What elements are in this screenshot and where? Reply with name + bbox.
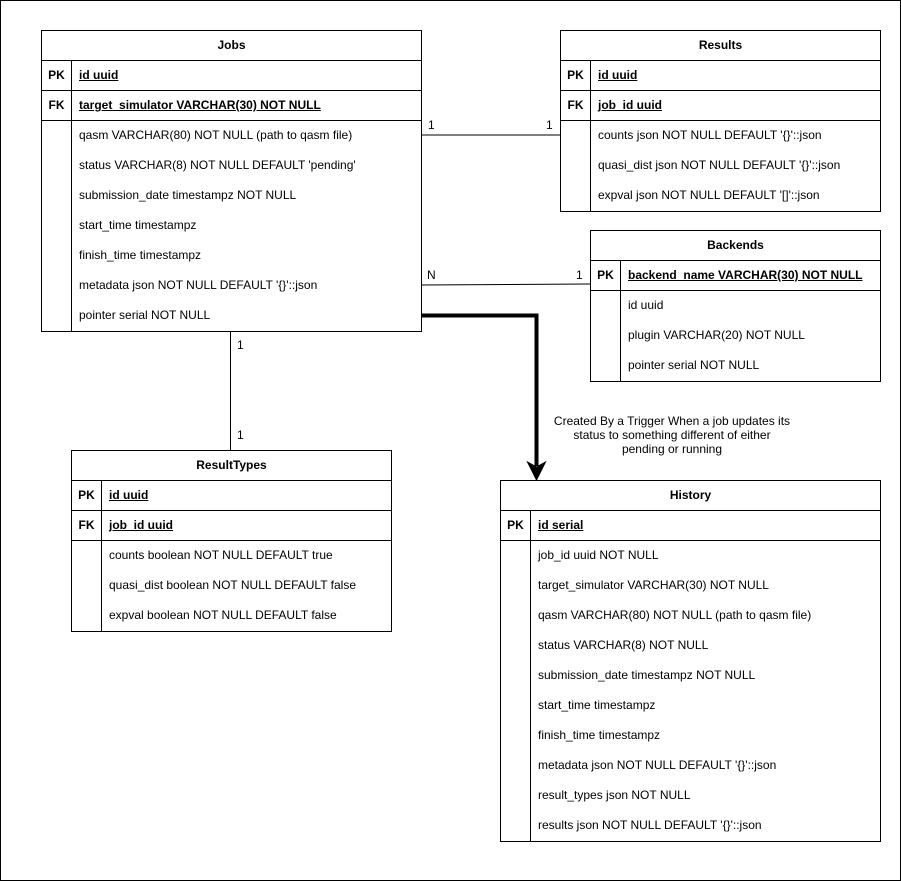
history-field[interactable]: status VARCHAR(8) NOT NULL xyxy=(538,638,709,652)
results-title: Results xyxy=(561,31,880,61)
jobs-field[interactable]: pointer serial NOT NULL xyxy=(79,308,211,322)
trigger-note: Created By a Trigger When a job updates … xyxy=(542,414,802,456)
jobs-results-card-jobs: 1 xyxy=(428,118,435,132)
history-field[interactable]: qasm VARCHAR(80) NOT NULL (path to qasm … xyxy=(538,608,812,622)
jobs-gutter xyxy=(42,121,72,331)
trigger-note-line: Created By a Trigger When a job updates … xyxy=(553,414,791,428)
jobs-field[interactable]: submission_date timestampz NOT NULL xyxy=(79,188,297,202)
results-gutter xyxy=(561,121,591,211)
jobs-fk-row[interactable]: FK target_simulator VARCHAR(30) NOT NULL xyxy=(42,91,421,121)
backends-gutter xyxy=(591,291,621,381)
backends-field[interactable]: id uuid xyxy=(628,298,664,312)
trigger-note-line: pending or running xyxy=(621,442,723,456)
results-fk-row[interactable]: FK job_id uuid xyxy=(561,91,880,121)
jobs-pk-row[interactable]: PK id uuid xyxy=(42,61,421,91)
jobs-field[interactable]: start_time timestampz xyxy=(79,218,197,232)
jobs-field[interactable]: qasm VARCHAR(80) NOT NULL (path to qasm … xyxy=(79,128,353,142)
history-field[interactable]: result_types json NOT NULL xyxy=(538,788,691,802)
history-field[interactable]: target_simulator VARCHAR(30) NOT NULL xyxy=(538,578,769,592)
jobs-field[interactable]: status VARCHAR(8) NOT NULL DEFAULT 'pend… xyxy=(79,158,356,172)
jobs-backends-link xyxy=(420,283,591,286)
resulttypes-table[interactable]: ResultTypes PK id uuid FK job_id uuid co… xyxy=(71,450,392,632)
backends-field[interactable]: pointer serial NOT NULL xyxy=(628,358,760,372)
jobs-field[interactable]: finish_time timestampz xyxy=(79,248,202,262)
resulttypes-field[interactable]: expval boolean NOT NULL DEFAULT false xyxy=(109,608,337,622)
backends-pk-field: backend_name VARCHAR(30) NOT NULL xyxy=(628,268,863,282)
fk-tag: FK xyxy=(42,91,72,120)
resulttypes-field[interactable]: quasi_dist boolean NOT NULL DEFAULT fals… xyxy=(109,578,357,592)
jobs-backends-card-backends: 1 xyxy=(576,268,583,282)
results-field[interactable]: counts json NOT NULL DEFAULT '{}'::json xyxy=(598,128,822,142)
trigger-arrow-line xyxy=(421,313,539,466)
backends-table[interactable]: Backends PK backend_name VARCHAR(30) NOT… xyxy=(590,230,881,382)
results-pk-field: id uuid xyxy=(598,68,638,82)
jobs-fk-field: target_simulator VARCHAR(30) NOT NULL xyxy=(79,98,321,112)
history-field[interactable]: metadata json NOT NULL DEFAULT '{}'::jso… xyxy=(538,758,777,772)
history-table[interactable]: History PK id serial job_id uuid NOT NUL… xyxy=(500,480,881,842)
history-pk-field: id serial xyxy=(538,518,584,532)
history-gutter xyxy=(501,541,531,841)
jobs-table[interactable]: Jobs PK id uuid FK target_simulator VARC… xyxy=(41,30,422,332)
history-title: History xyxy=(501,481,880,511)
jobs-title: Jobs xyxy=(42,31,421,61)
fk-tag: FK xyxy=(561,91,591,120)
results-fk-field: job_id uuid xyxy=(598,98,662,112)
history-field[interactable]: job_id uuid NOT NULL xyxy=(538,548,659,562)
history-field[interactable]: finish_time timestampz xyxy=(538,728,661,742)
resulttypes-gutter xyxy=(72,541,102,631)
resulttypes-field[interactable]: counts boolean NOT NULL DEFAULT true xyxy=(109,548,333,562)
resulttypes-fk-field: job_id uuid xyxy=(109,518,173,532)
backends-title: Backends xyxy=(591,231,880,261)
history-field[interactable]: start_time timestampz xyxy=(538,698,656,712)
results-table[interactable]: Results PK id uuid FK job_id uuid counts… xyxy=(560,30,881,212)
resulttypes-fk-row[interactable]: FK job_id uuid xyxy=(72,511,391,541)
pk-tag: PK xyxy=(72,481,102,510)
jobs-field[interactable]: metadata json NOT NULL DEFAULT '{}'::jso… xyxy=(79,278,318,292)
history-pk-row[interactable]: PK id serial xyxy=(501,511,880,541)
pk-tag: PK xyxy=(561,61,591,90)
pk-tag: PK xyxy=(42,61,72,90)
fk-tag: FK xyxy=(72,511,102,540)
resulttypes-title: ResultTypes xyxy=(72,451,391,481)
results-pk-row[interactable]: PK id uuid xyxy=(561,61,880,91)
resulttypes-pk-field: id uuid xyxy=(109,488,149,502)
resulttypes-pk-row[interactable]: PK id uuid xyxy=(72,481,391,511)
results-field[interactable]: quasi_dist json NOT NULL DEFAULT '{}'::j… xyxy=(598,158,841,172)
pk-tag: PK xyxy=(501,511,531,540)
history-field[interactable]: results json NOT NULL DEFAULT '{}'::json xyxy=(538,818,762,832)
jobs-pk-field: id uuid xyxy=(79,68,119,82)
jobs-backends-card-jobs: N xyxy=(427,268,436,282)
trigger-arrow-head xyxy=(526,460,547,482)
pk-tag: PK xyxy=(591,261,621,290)
jobs-resulttypes-card-resulttypes: 1 xyxy=(237,428,244,442)
history-field[interactable]: submission_date timestampz NOT NULL xyxy=(538,668,756,682)
backends-field[interactable]: plugin VARCHAR(20) NOT NULL xyxy=(628,328,805,342)
jobs-results-card-results: 1 xyxy=(546,118,553,132)
results-field[interactable]: expval json NOT NULL DEFAULT '[]'::json xyxy=(598,188,820,202)
trigger-note-line: status to something different of either xyxy=(573,428,771,442)
jobs-resulttypes-card-jobs: 1 xyxy=(237,338,244,352)
backends-pk-row[interactable]: PK backend_name VARCHAR(30) NOT NULL xyxy=(591,261,880,291)
